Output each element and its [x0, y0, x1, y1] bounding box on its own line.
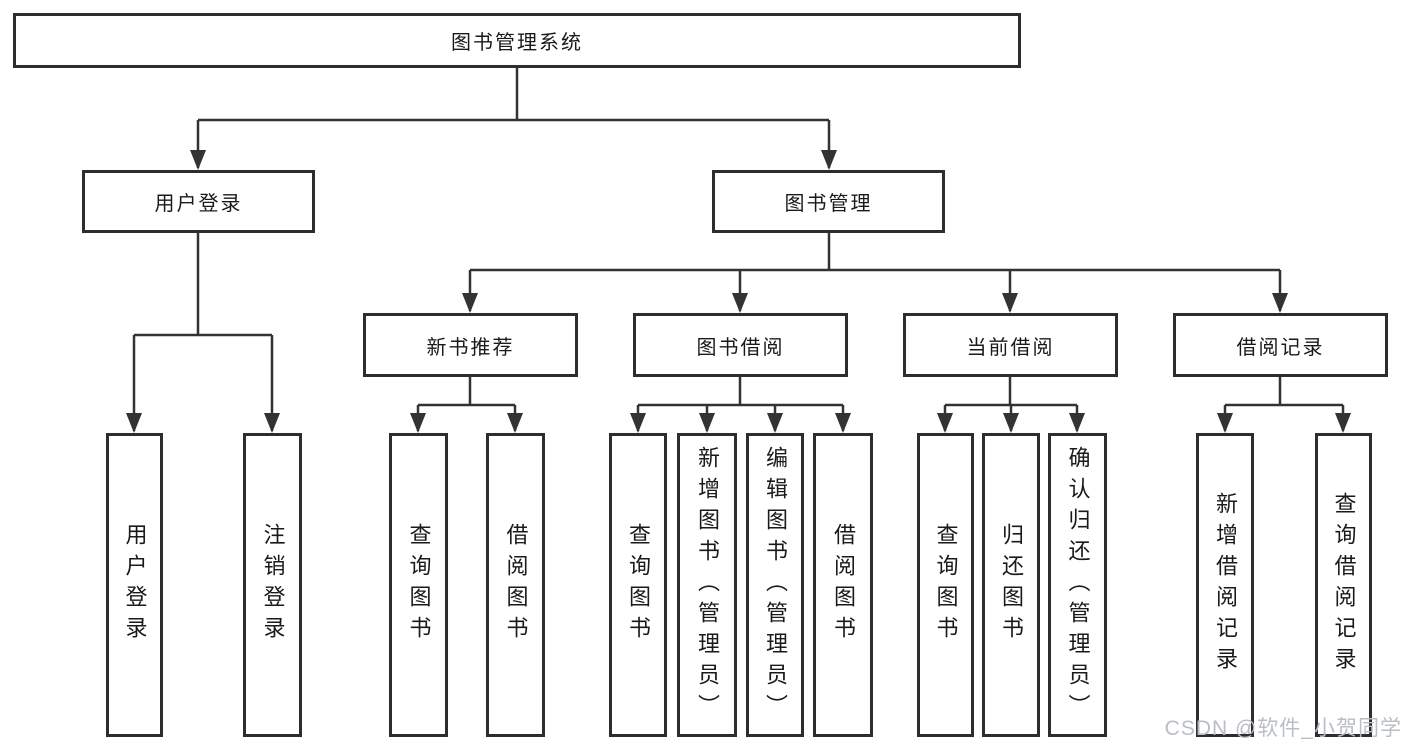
leaf-edit-book-admin: 编辑图书（管理员）	[746, 433, 804, 737]
leaf-query-books-recommend: 查询图书	[389, 433, 448, 737]
node-root: 图书管理系统	[13, 13, 1021, 68]
leaf-borrow-books-recommend-label: 借阅图书	[503, 523, 529, 647]
node-book-management-label: 图书管理	[784, 193, 873, 215]
node-current-borrow-label: 当前借阅	[966, 336, 1055, 359]
leaf-return-books-label: 归还图书	[999, 523, 1024, 647]
leaf-query-books-borrow-label: 查询图书	[626, 523, 651, 647]
leaf-return-books: 归还图书	[982, 433, 1040, 737]
leaf-edit-book-admin-label: 编辑图书（管理员）	[763, 445, 788, 725]
node-current-borrow: 当前借阅	[903, 313, 1118, 377]
leaf-borrow-books-borrow-label: 借阅图书	[831, 523, 856, 647]
leaf-query-books-current: 查询图书	[917, 433, 974, 737]
leaf-confirm-return-admin-label: 确认归还（管理员）	[1065, 445, 1091, 725]
watermark: CSDN @软件_小贺同学	[1164, 717, 1402, 740]
node-root-label: 图书管理系统	[451, 32, 583, 54]
node-borrow-records-label: 借阅记录	[1236, 336, 1325, 359]
leaf-query-borrow-record-label: 查询借阅记录	[1331, 492, 1357, 678]
arrow-down-icons	[126, 150, 1351, 433]
node-book-borrow: 图书借阅	[633, 313, 848, 377]
node-book-borrow-label: 图书借阅	[696, 336, 785, 359]
leaf-borrow-books-borrow: 借阅图书	[813, 433, 873, 737]
leaf-add-borrow-record: 新增借阅记录	[1196, 433, 1254, 737]
leaf-confirm-return-admin: 确认归还（管理员）	[1048, 433, 1107, 737]
leaf-query-books-borrow: 查询图书	[609, 433, 667, 737]
leaf-logout-login-label: 注销登录	[260, 523, 286, 647]
leaf-query-borrow-record: 查询借阅记录	[1315, 433, 1372, 737]
node-user-login-label: 用户登录	[154, 193, 243, 215]
leaf-query-books-recommend-label: 查询图书	[406, 523, 432, 647]
node-new-book-recommend-label: 新书推荐	[426, 336, 515, 359]
leaf-user-login-label: 用户登录	[122, 523, 148, 647]
leaf-user-login: 用户登录	[106, 433, 163, 737]
node-borrow-records: 借阅记录	[1173, 313, 1388, 377]
node-book-management: 图书管理	[712, 170, 945, 233]
leaf-query-books-current-label: 查询图书	[933, 523, 959, 647]
leaf-add-book-admin: 新增图书（管理员）	[677, 433, 737, 737]
leaf-borrow-books-recommend: 借阅图书	[486, 433, 545, 737]
leaf-logout-login: 注销登录	[243, 433, 302, 737]
leaf-add-book-admin-label: 新增图书（管理员）	[695, 445, 720, 725]
node-user-login: 用户登录	[82, 170, 315, 233]
node-new-book-recommend: 新书推荐	[363, 313, 578, 377]
leaf-add-borrow-record-label: 新增借阅记录	[1213, 492, 1238, 678]
